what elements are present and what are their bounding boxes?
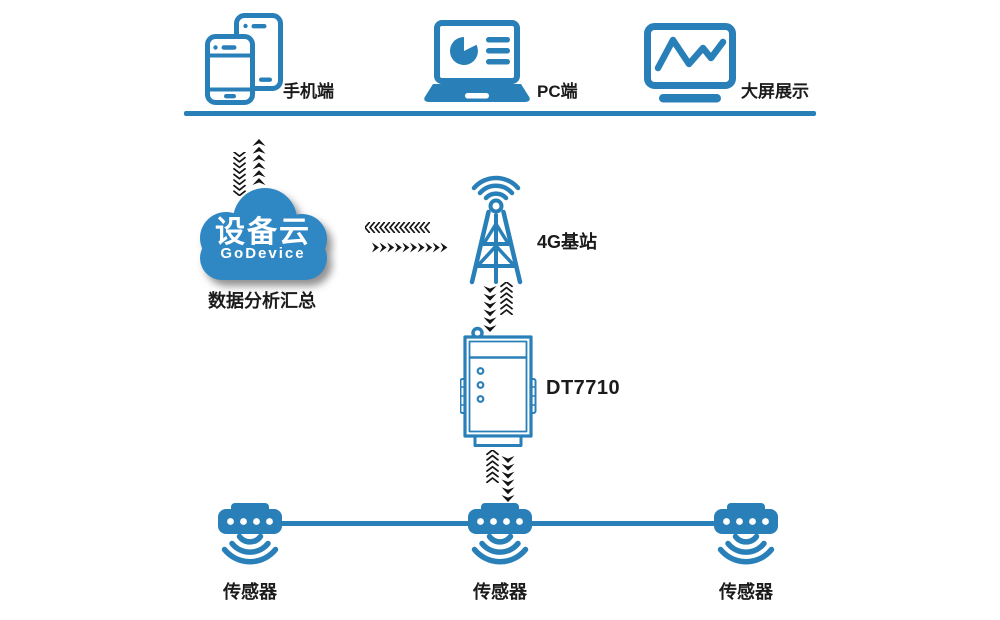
arrows-down-to-sensors-icon: [501, 456, 515, 502]
cloud-subtitle: GoDevice: [220, 245, 306, 262]
phones-icon: [205, 13, 283, 105]
sensor-label: 传感器: [223, 582, 277, 602]
base-station-label: 4G基站: [537, 232, 598, 252]
arrows-up-from-cloud-icon: [252, 139, 266, 185]
gateway-label: DT7710: [546, 377, 621, 399]
cloud-icon: [200, 188, 327, 280]
sensor-icon: [468, 503, 532, 565]
arrows-up-to-station-icon: [500, 282, 513, 315]
arrows-down-to-gateway-icon: [483, 286, 497, 332]
base-station-icon: [469, 175, 523, 285]
arrows-left-to-cloud-icon: [365, 222, 430, 233]
gateway-icon: [460, 326, 537, 447]
monitor-icon: [644, 23, 736, 103]
bigscreen-label: 大屏展示: [741, 82, 809, 101]
sensor-label: 传感器: [719, 582, 773, 602]
sensor-label: 传感器: [473, 582, 527, 602]
arrows-up-to-gateway-icon: [486, 450, 499, 483]
arrows-right-to-station-icon: [372, 242, 448, 253]
arrows-down-to-cloud-icon: [233, 152, 246, 196]
separator-line: [184, 111, 816, 116]
cloud-title: 设备云: [215, 216, 311, 249]
laptop-icon: [424, 20, 530, 102]
sensor-icon: [714, 503, 778, 565]
cloud-caption: 数据分析汇总: [208, 291, 316, 311]
mobile-label: 手机端: [283, 82, 334, 101]
sensor-icon: [218, 503, 282, 565]
pc-label: PC端: [537, 82, 578, 101]
